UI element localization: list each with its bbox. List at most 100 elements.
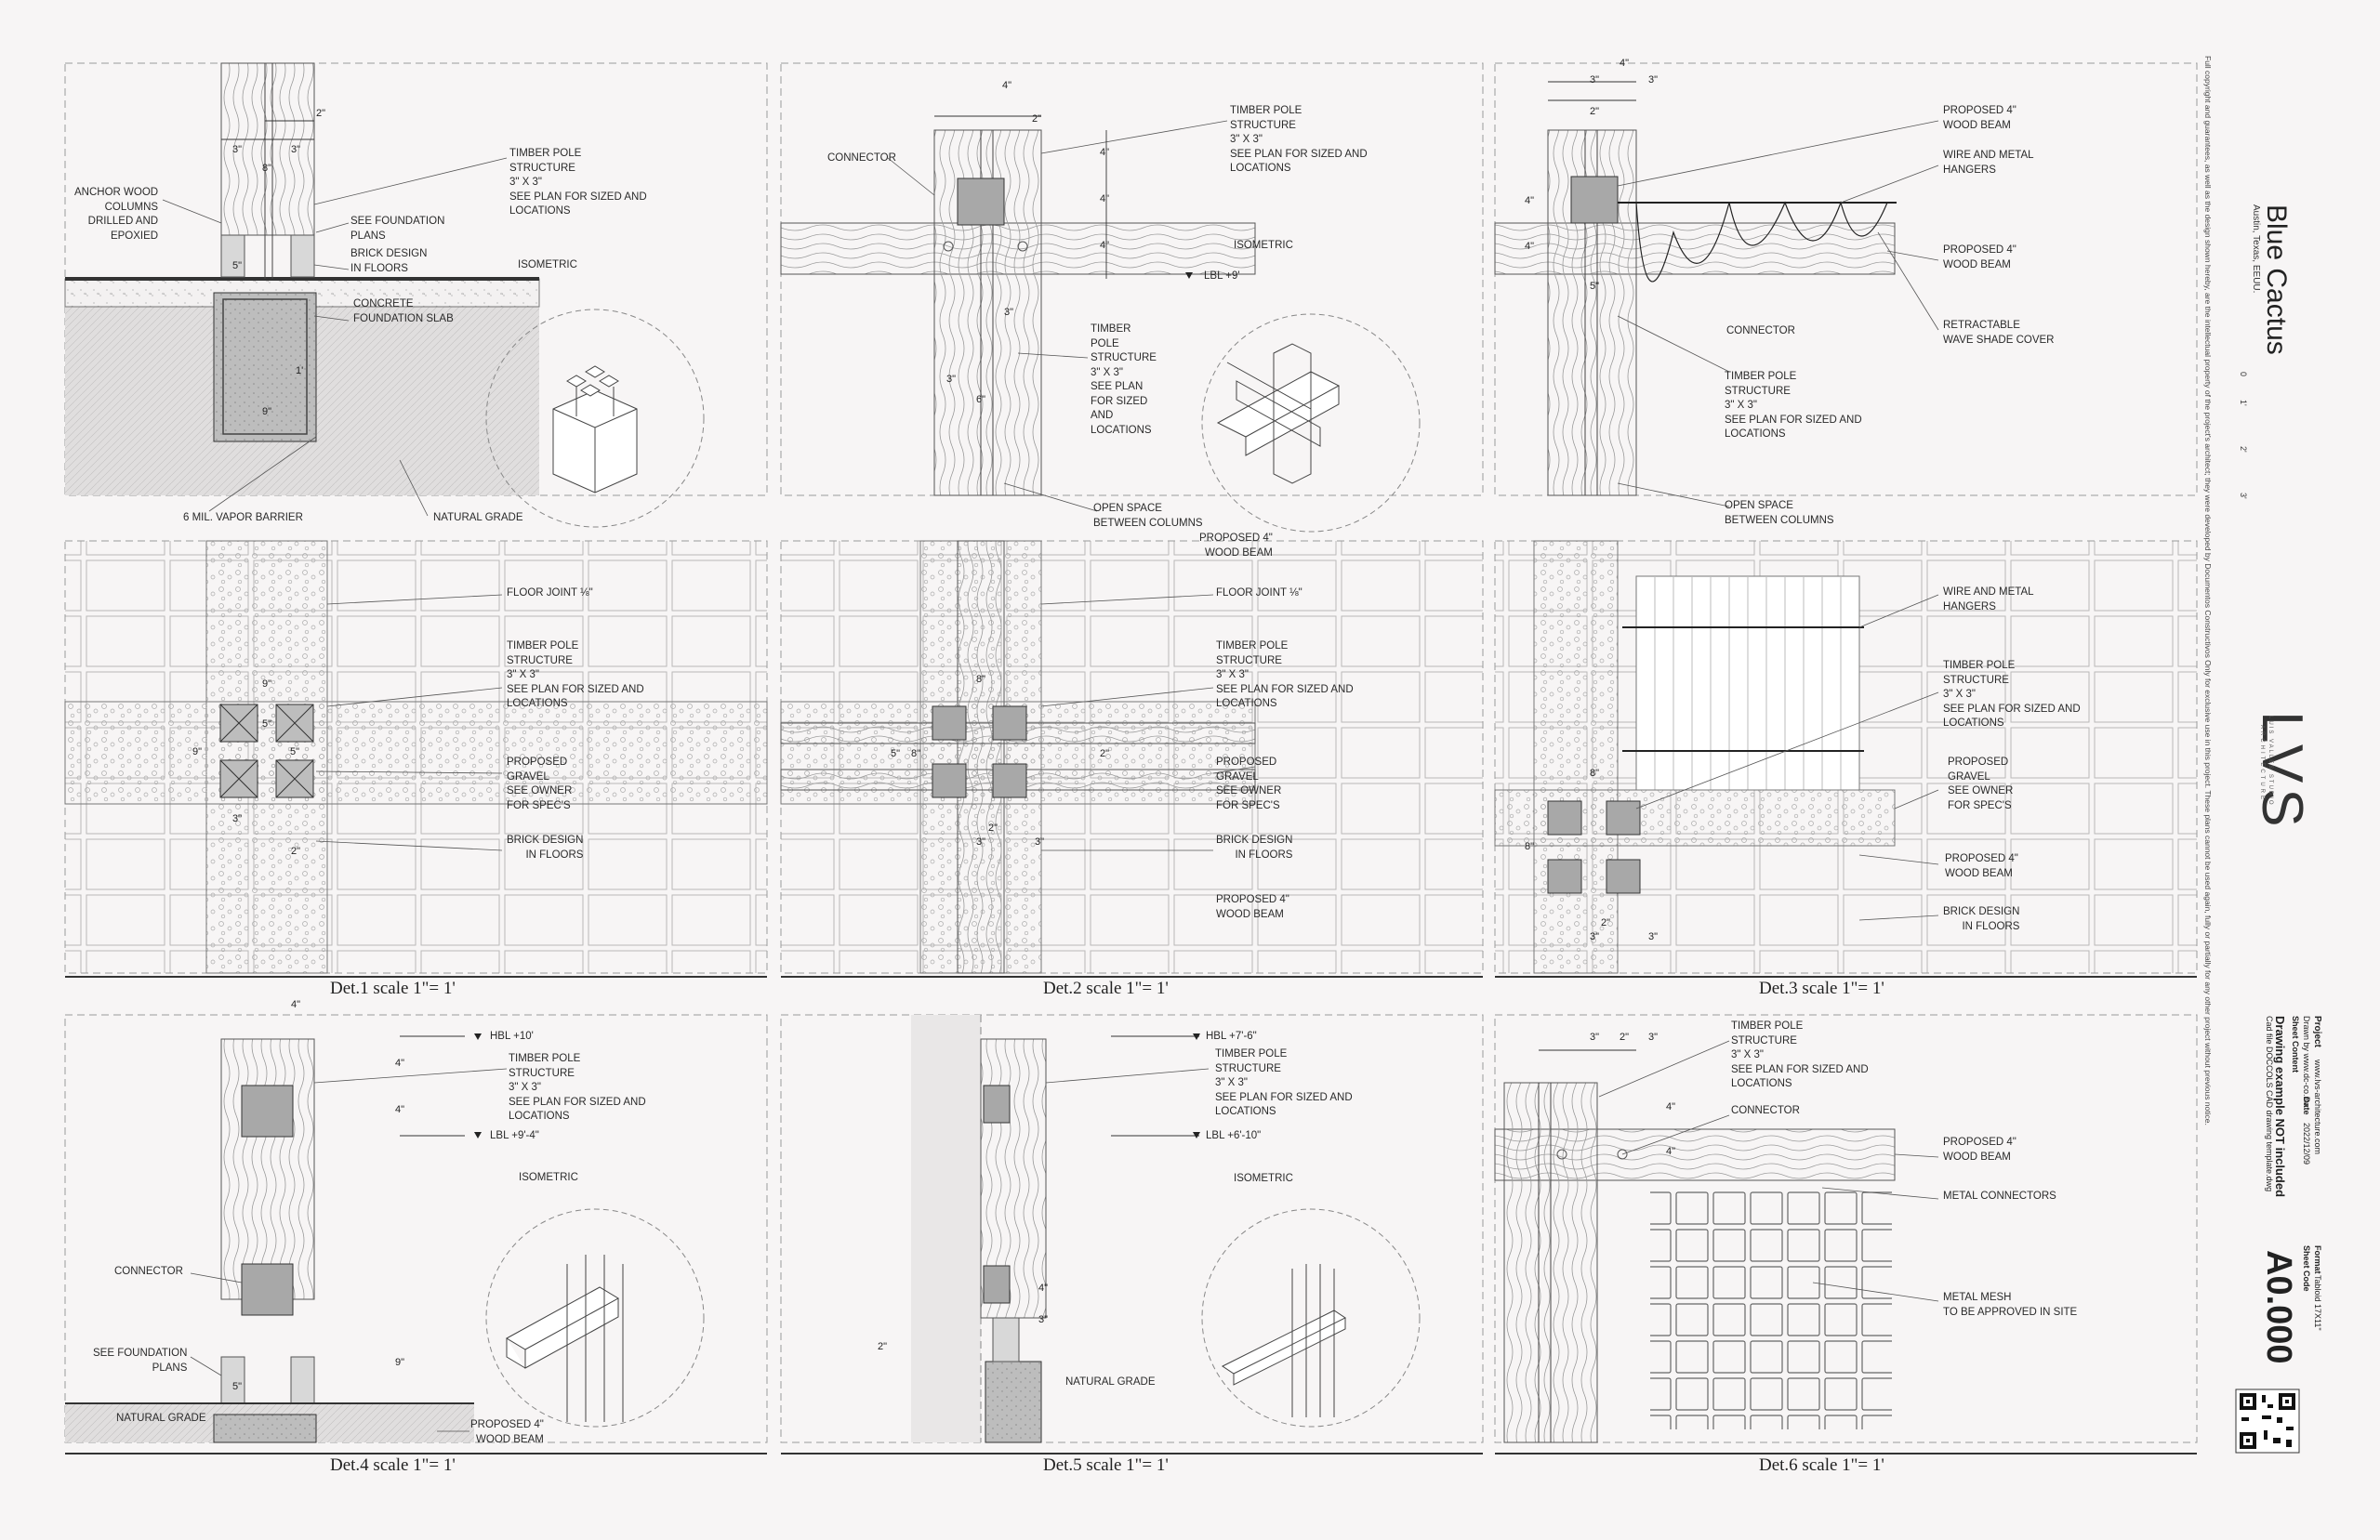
det4-label-foundation: SEE FOUNDATION PLANS <box>93 1348 188 1374</box>
plan1-label-brick: BRICK DESIGN IN FLOORS <box>507 835 584 861</box>
plan2-dim: 2" <box>988 823 998 834</box>
det6-section <box>1494 1014 2198 1443</box>
det5-label-grade: NATURAL GRADE <box>1065 1376 1156 1388</box>
det1-dim: 5" <box>232 260 243 271</box>
det5-label-isometric: ISOMETRIC <box>1234 1173 1293 1184</box>
dimension-lines <box>221 81 1636 1137</box>
det4-dim: 9" <box>395 1357 405 1368</box>
plan3-label-brick: BRICK DESIGN IN FLOORS <box>1943 906 2020 932</box>
lvs-logo-sub: LUIS VALLES STUDIO <box>2268 716 2273 807</box>
plan2-dim: 2" <box>1100 748 1110 759</box>
plan3-dim: 8" <box>1525 841 1535 852</box>
det5-label-lbl: LBL +6'-10" <box>1206 1130 1262 1141</box>
date-label: Date <box>2302 1097 2311 1115</box>
plan2-dim: 5" <box>891 748 901 759</box>
det6-dim: 4" <box>1666 1146 1676 1157</box>
det2-label-pole: TIMBER POLE STRUCTURE 3" X 3" SEE PLAN F… <box>1230 105 1368 174</box>
project-location: Austin, Texas, EEUU. <box>2251 204 2261 294</box>
det2-dim: 4" <box>1002 80 1012 91</box>
project-name: Blue Cactus <box>2261 204 2292 355</box>
plan2-label-brick: BRICK DESIGN IN FLOORS <box>1216 835 1293 861</box>
det3-label-beam: PROPOSED 4" WOOD BEAM <box>1943 244 2016 270</box>
det6-label-mesh: METAL MESH TO BE APPROVED IN SITE <box>1943 1292 2078 1318</box>
plan3-dim: 8" <box>1590 768 1600 779</box>
scale-3: 3' <box>2239 493 2248 499</box>
lvs-logo-sub2: ARCHITECTURE <box>2259 725 2265 803</box>
det4-section <box>64 1014 768 1443</box>
plan1-label-joint: FLOOR JOINT ⅛" <box>507 587 593 599</box>
det1-label-isometric: ISOMETRIC <box>518 259 577 270</box>
date-value: 2022/12/09 <box>2302 1123 2311 1165</box>
qr-code <box>2235 1389 2300 1454</box>
det1-label-grade: NATURAL GRADE <box>433 512 523 523</box>
det5-dim: 2" <box>878 1341 888 1352</box>
det6-label-beam: PROPOSED 4" WOOD BEAM <box>1943 1137 2016 1163</box>
det1-dim: 2" <box>316 108 326 119</box>
det3-dim: 3" <box>1590 74 1600 86</box>
det4-dim: 4" <box>291 999 301 1010</box>
det1-dim: 8" <box>262 163 272 174</box>
det1-dim: 1' <box>296 365 304 376</box>
det1-label-pole: TIMBER POLE STRUCTURE 3" X 3" SEE PLAN F… <box>509 148 647 217</box>
det1-isometric <box>485 309 705 528</box>
det4-label-beam: PROPOSED 4" WOOD BEAM <box>470 1419 544 1445</box>
det6-divider <box>1495 1453 2197 1454</box>
plan2-label-beam: PROPOSED 4" WOOD BEAM <box>1216 894 1289 920</box>
det5-isometric <box>1201 1208 1421 1428</box>
sheet-code: A0.000 <box>2259 1250 2298 1364</box>
plan3-label-beam: PROPOSED 4" WOOD BEAM <box>1945 853 2018 879</box>
det6-dim: 2" <box>1620 1032 1630 1043</box>
scale-0: 0 <box>2239 372 2248 390</box>
det2-divider <box>781 976 1483 978</box>
det2-dim: 4" <box>1100 193 1110 204</box>
plan2-dim: 3" <box>1035 836 1045 848</box>
det3-label-wire: WIRE AND METAL HANGERS <box>1943 150 2034 176</box>
plan2-label-joint: FLOOR JOINT ⅛" <box>1216 587 1302 599</box>
det4-label-isometric: ISOMETRIC <box>519 1172 578 1183</box>
det3-dim: 4" <box>1620 58 1630 69</box>
det2-label-connector: CONNECTOR <box>827 152 896 164</box>
det3-caption: Det.3 scale 1"= 1' <box>1759 979 1884 998</box>
det4-label-connector: CONNECTOR <box>114 1266 183 1277</box>
project-label: Project <box>2312 1016 2322 1047</box>
det2-dim: 3" <box>946 374 957 385</box>
det3-divider <box>1495 976 2197 978</box>
det1-label-foundation: SEE FOUNDATION PLANS <box>350 216 445 242</box>
note-file: Cad file DOCCOLS CAD drawing template.dw… <box>2265 1016 2274 1192</box>
plan1-dim: 3" <box>232 813 243 824</box>
det1-label-brick: BRICK DESIGN IN FLOORS <box>350 248 428 274</box>
det5-divider <box>781 1453 1483 1454</box>
det4-divider <box>65 1453 767 1454</box>
det6-label-metal-connectors: METAL CONNECTORS <box>1943 1191 2056 1202</box>
plan2-dim: 8" <box>911 748 921 759</box>
sheet-content-label: Sheet Content <box>2291 1016 2300 1073</box>
det2-dim: 2" <box>1032 113 1042 125</box>
det4-dim: 4" <box>395 1104 405 1115</box>
det1-label-vapor: 6 MIL. VAPOR BARRIER <box>183 512 303 523</box>
project-web: www.lvs-architecture.com <box>2313 1060 2322 1155</box>
det5-dim: 4" <box>1038 1283 1049 1294</box>
det2-section <box>780 62 1484 496</box>
det6-dim: 3" <box>1648 1032 1659 1043</box>
det6-dim: 4" <box>1666 1101 1676 1112</box>
det3-dim: 4" <box>1525 241 1535 252</box>
scale-1: 1' <box>2239 400 2248 406</box>
det6-label-connector: CONNECTOR <box>1731 1105 1800 1116</box>
plan1-dim: 2" <box>291 846 301 857</box>
det2-isometric <box>1201 313 1421 533</box>
plan3-label-wire: WIRE AND METAL HANGERS <box>1943 586 2034 612</box>
plan1-label-gravel: PROPOSED GRAVEL SEE OWNER FOR SPEC'S <box>507 757 573 811</box>
det1-divider <box>65 976 767 978</box>
plan3-label-pole: TIMBER POLE STRUCTURE 3" X 3" SEE PLAN F… <box>1943 660 2081 729</box>
plan1-dim: 5" <box>262 718 272 730</box>
level-markers <box>474 272 1200 1139</box>
det2-dim: 4" <box>1100 240 1110 251</box>
plan1-dim: 9" <box>192 746 203 757</box>
det5-label-hbl: HBL +7'-6" <box>1206 1031 1257 1042</box>
det2-dim: 6" <box>976 394 986 405</box>
copyright-notice: Full copyright and guarantees, as well a… <box>2203 56 2213 1125</box>
det4-isometric <box>485 1208 705 1428</box>
det2-plan <box>780 540 1484 974</box>
det5-dim: 3" <box>1038 1314 1049 1325</box>
